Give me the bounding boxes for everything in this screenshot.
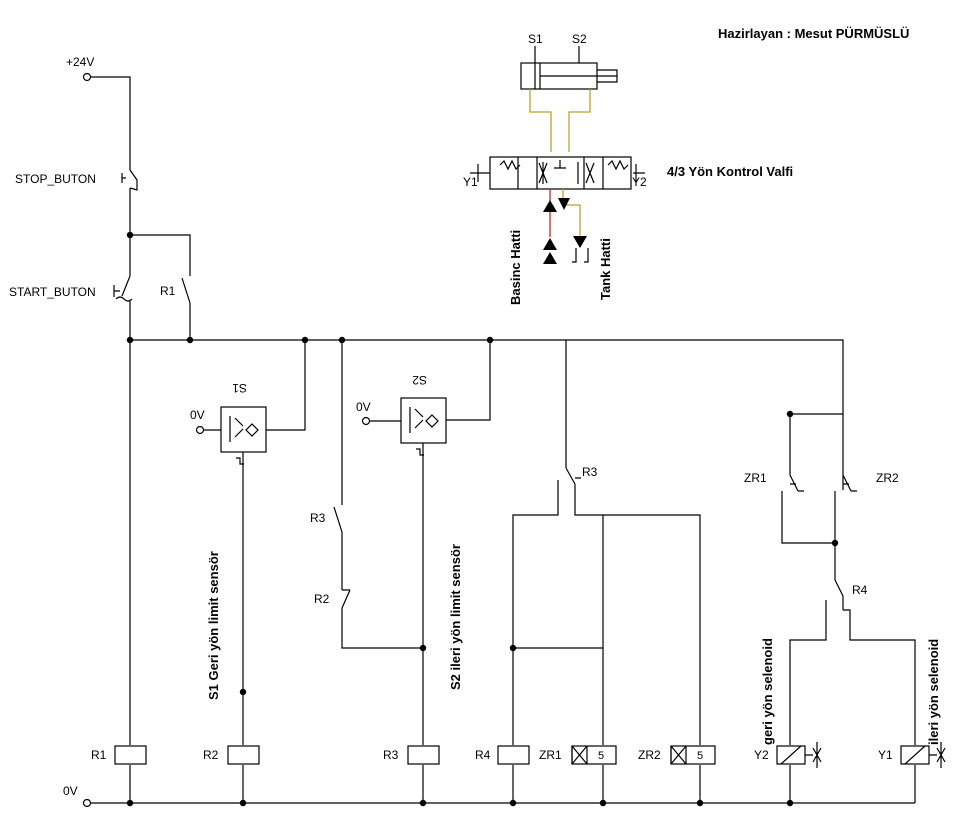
- sensor-s2-tag: S2: [412, 373, 427, 387]
- wire-r4: [512, 480, 559, 803]
- wire-r1-branch: [130, 234, 191, 276]
- contact-r3-seal: [333, 340, 343, 590]
- cylinder-sensor-s2-label: S2: [572, 32, 587, 46]
- pneumatic-lines: [529, 89, 591, 152]
- timer-zr2-value: 5: [697, 750, 703, 762]
- solenoid-y2-label: Y2: [754, 748, 769, 762]
- solenoid-y1-valve-label: Y1: [463, 175, 478, 189]
- sensor-s2-box: [400, 397, 447, 444]
- coil-r2-label: R2: [203, 748, 219, 762]
- sensor-s2-ref: 0V: [356, 400, 371, 414]
- directional-valve: [470, 156, 645, 190]
- start-button[interactable]: [113, 275, 133, 303]
- contact-zr2-label: ZR2: [876, 471, 899, 485]
- sensor-s2-description: S2 ileri yön limit sensör: [448, 544, 463, 690]
- supply-ground-label: 0V: [63, 784, 78, 798]
- supply-positive-terminal: [82, 72, 92, 82]
- start-button-label: START_BUTON: [9, 285, 96, 299]
- contact-zr2: [834, 474, 857, 580]
- sensor-s1-tag: S1: [232, 381, 247, 395]
- stop-button[interactable]: [121, 169, 138, 191]
- wire-s1-supply: [266, 340, 306, 431]
- solenoid-y1: [900, 742, 946, 768]
- tank-symbol: [572, 248, 589, 263]
- contact-r3b-label: R3: [582, 465, 598, 479]
- wire-supply-top: [91, 76, 131, 170]
- contact-r3-timer: [565, 340, 604, 745]
- wire-solenoids-down: [789, 765, 916, 803]
- solenoid-y2-valve-label: Y2: [632, 175, 647, 189]
- sensor-s1-box: [220, 406, 267, 453]
- valve-title: 4/3 Yön Kontrol Valfi: [667, 164, 793, 179]
- timer-zr2-label: ZR2: [638, 748, 661, 762]
- contact-r2-label: R2: [314, 592, 330, 606]
- stop-button-label: STOP_BUTON: [15, 172, 96, 186]
- tank-line-label: Tank Hatti: [598, 238, 613, 300]
- coil-r3-label: R3: [383, 748, 399, 762]
- distribution-rail: [130, 339, 844, 490]
- timer-zr2: [670, 745, 716, 765]
- sensor-s2-output-mark: [416, 448, 424, 456]
- tank-line: [562, 189, 581, 240]
- coil-r2: [227, 745, 260, 765]
- wire-s2-supply: [446, 340, 491, 421]
- sensor-s2-symbol: [409, 407, 439, 433]
- coil-r1-label: R1: [91, 748, 107, 762]
- coil-r4: [497, 745, 530, 765]
- solenoid-y2: [776, 742, 822, 768]
- sensor-s1-output-mark: [236, 457, 244, 465]
- pressure-line-label: Basinc Hatti: [508, 230, 523, 305]
- contact-r1-label: R1: [160, 284, 176, 298]
- solenoid-y1-label: Y1: [878, 748, 893, 762]
- supply-ground-terminal: [82, 798, 92, 808]
- sensor-s1-description: S1 Geri yön limit sensör: [206, 551, 221, 700]
- pneumatic-cylinder: [520, 46, 618, 90]
- contact-r4-label: R4: [852, 583, 868, 597]
- coil-r1: [114, 745, 147, 765]
- solenoid-forward-label: ileri yön selenoid: [926, 639, 941, 745]
- supply-positive-label: +24V: [66, 55, 94, 69]
- sensor-s1-ref: 0V: [190, 408, 205, 422]
- timer-zr1-value: 5: [598, 750, 604, 762]
- solenoid-back-label: geri yön selenoid: [760, 638, 775, 745]
- contact-zr1-label: ZR1: [744, 471, 767, 485]
- contact-r4: [789, 579, 916, 745]
- sensor-s1-ref-terminal: [195, 425, 205, 435]
- contact-r1: [181, 277, 191, 340]
- timer-zr1: [571, 745, 617, 765]
- timer-zr1-label: ZR1: [539, 748, 562, 762]
- coil-r3: [407, 745, 440, 765]
- sensor-s1-symbol: [229, 416, 259, 442]
- contact-r3a-label: R3: [310, 511, 326, 525]
- cylinder-sensor-s1-label: S1: [528, 32, 543, 46]
- sensor-s2-ref-terminal: [361, 416, 371, 426]
- junction-dots: [126, 231, 839, 807]
- contact-r2-nc: [341, 589, 423, 649]
- wire-zr2: [603, 514, 701, 803]
- author-title: Hazirlayan : Mesut PÜRMÜSLÜ: [718, 26, 909, 41]
- coil-r4-label: R4: [475, 748, 491, 762]
- flow-arrows: [543, 198, 587, 264]
- contact-zr1: [781, 414, 835, 544]
